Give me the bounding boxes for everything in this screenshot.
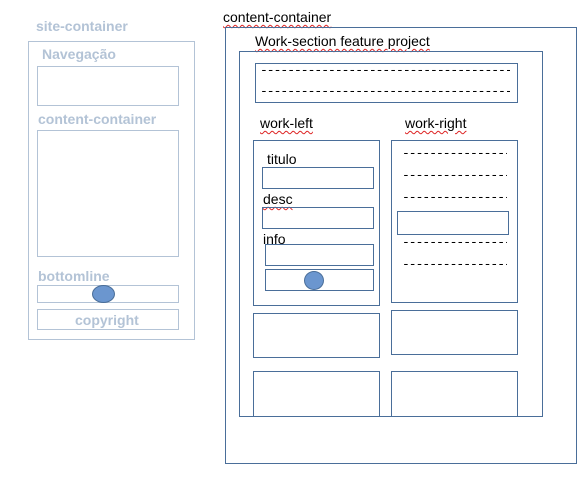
nav-box [37, 66, 179, 106]
banner-box [255, 63, 518, 103]
bottomline-label: bottomline [38, 268, 110, 284]
bottomline-dot-icon [92, 285, 115, 303]
work-right-box [391, 140, 518, 303]
copyright-label: copyright [75, 312, 139, 328]
desc-input[interactable] [262, 207, 374, 229]
work-right-line-2: ---------------- [402, 169, 507, 183]
work-left-title: work-left [260, 115, 313, 131]
work-section-title-text: Work-section feature project [255, 33, 430, 49]
right-lower-box-1 [391, 310, 518, 355]
banner-line-1: ----------------------------------------… [260, 64, 510, 78]
work-right-line-1: ---------------- [402, 147, 507, 161]
copyright-box [37, 309, 179, 330]
info-input[interactable] [265, 244, 374, 266]
site-container-box [28, 41, 195, 340]
slider-box[interactable] [265, 269, 374, 291]
nav-label: Navegação [42, 46, 116, 62]
left-lower-box-2 [253, 371, 380, 417]
site-container-title: site-container [36, 18, 128, 34]
right-lower-box-2 [391, 371, 518, 417]
field-label-info: info [263, 231, 286, 247]
work-right-inner-box [397, 211, 509, 235]
content-container-title-text: content-container [223, 9, 332, 25]
left-lower-box-1 [253, 313, 380, 358]
work-right-line-4: ---------------- [402, 236, 507, 250]
content-container-title: content-container [223, 9, 331, 25]
titulo-input[interactable] [262, 167, 374, 189]
work-right-line-3: ---------------- [402, 191, 507, 205]
slider-dot-icon[interactable] [304, 271, 324, 290]
work-right-title-text: work-right [405, 115, 467, 131]
work-section-title: Work-section feature project [255, 33, 430, 49]
field-label-titulo: titulo [267, 151, 297, 167]
sidebar-content-label: content-container [38, 111, 157, 127]
field-label-desc: desc [263, 191, 293, 207]
work-left-box [253, 140, 380, 306]
banner-line-2: ----------------------------------------… [260, 85, 510, 99]
work-left-title-text: work-left [260, 115, 313, 131]
work-right-line-5: ---------------- [402, 258, 507, 272]
work-right-title: work-right [405, 115, 466, 131]
field-label-desc-text: desc [263, 191, 293, 207]
sidebar-content-box [37, 130, 179, 257]
content-container-box [225, 27, 577, 464]
